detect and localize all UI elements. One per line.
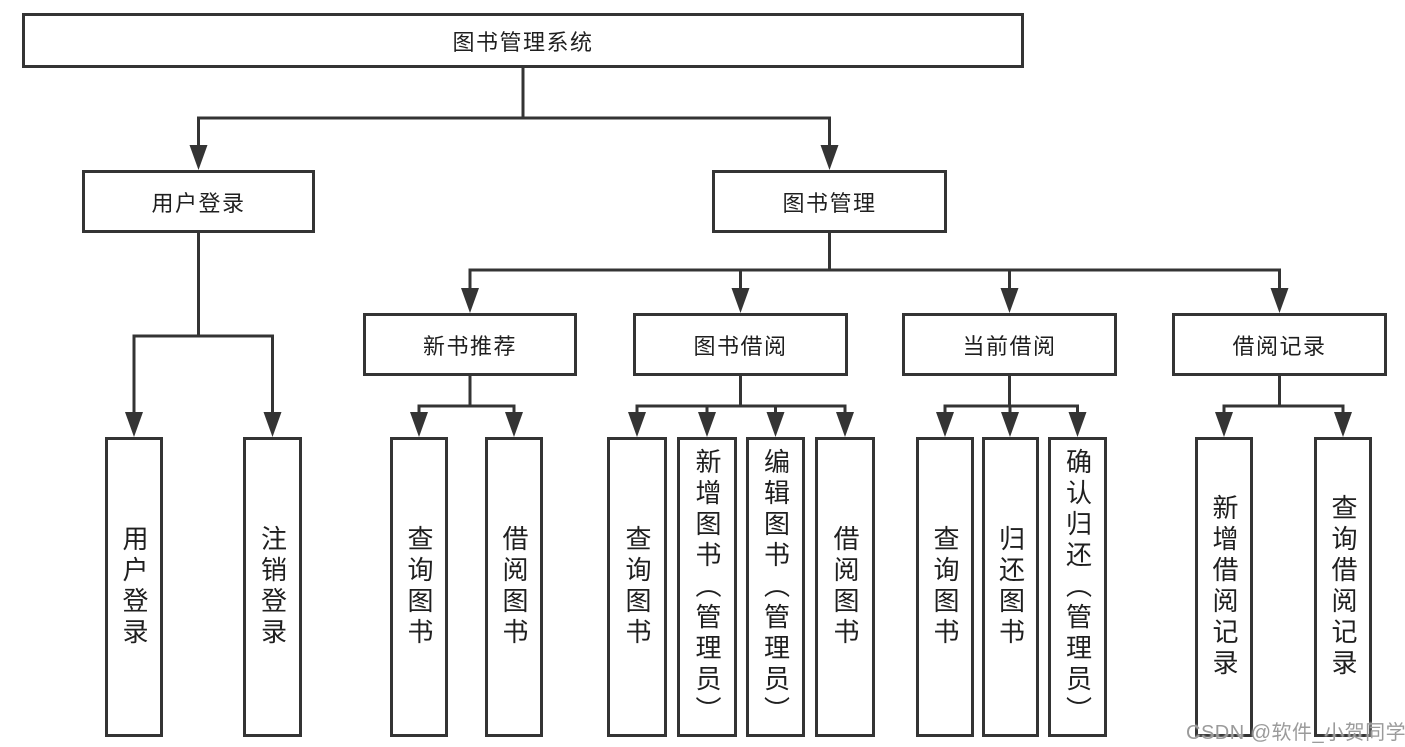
arrow-down-icon <box>189 145 208 170</box>
node-label: 用户登录 <box>151 190 246 216</box>
arrow-down-icon <box>820 145 839 170</box>
arrow-down-icon <box>263 412 282 437</box>
leaf-edit-books-admin: 编辑图书（管理员） <box>746 437 805 737</box>
arrow-down-icon <box>698 412 716 437</box>
arrow-down-icon <box>1270 288 1289 313</box>
node-label: 查询图书 <box>930 525 960 649</box>
leaf-return-books: 归还图书 <box>982 437 1039 737</box>
node-label: 新增借阅记录 <box>1209 494 1239 680</box>
node-label: 借阅图书 <box>499 525 529 649</box>
node-user-login: 用户登录 <box>82 170 315 233</box>
connectors-borrow-records <box>1215 374 1352 437</box>
node-library-system: 图书管理系统 <box>22 13 1024 68</box>
arrow-down-icon <box>1000 288 1019 313</box>
node-label: 新增图书（管理员） <box>692 447 722 727</box>
connectors-user-login <box>125 231 282 437</box>
arrow-down-icon <box>1215 412 1233 437</box>
leaf-add-borrow-record: 新增借阅记录 <box>1195 437 1253 737</box>
arrow-down-icon <box>505 412 523 437</box>
leaf-query-books-recommend: 查询图书 <box>390 437 448 737</box>
arrow-down-icon <box>1001 412 1019 437</box>
leaf-confirm-return-admin: 确认归还（管理员） <box>1048 437 1107 737</box>
leaf-logout: 注销登录 <box>243 437 302 737</box>
node-book-management: 图书管理 <box>712 170 947 233</box>
arrow-down-icon <box>766 412 785 437</box>
leaf-borrow-books: 借阅图书 <box>815 437 875 737</box>
leaf-query-books-current: 查询图书 <box>916 437 974 737</box>
node-label: 查询图书 <box>404 525 434 649</box>
node-label: 确认归还（管理员） <box>1062 447 1093 727</box>
node-label: 归还图书 <box>995 525 1026 649</box>
node-label: 图书管理 <box>782 190 877 216</box>
arrow-down-icon <box>836 412 854 437</box>
node-label: 图书管理系统 <box>452 29 594 55</box>
connectors-current-borrowing <box>936 374 1087 437</box>
leaf-add-books-admin: 新增图书（管理员） <box>677 437 737 737</box>
csdn-watermark: CSDN @软件_小贺同学 <box>1186 722 1405 744</box>
node-borrow-records: 借阅记录 <box>1172 313 1387 376</box>
leaf-query-books-borrowing: 查询图书 <box>607 437 667 737</box>
arrow-down-icon <box>731 288 750 313</box>
arrow-down-icon <box>1334 412 1352 437</box>
arrow-down-icon <box>461 288 479 313</box>
connectors-new-book-recommend <box>410 374 523 437</box>
node-label: 图书借阅 <box>693 333 788 359</box>
leaf-borrow-books-recommend: 借阅图书 <box>485 437 543 737</box>
arrow-down-icon <box>1068 412 1087 437</box>
node-new-book-recommend: 新书推荐 <box>363 313 577 376</box>
node-label: 编辑图书（管理员） <box>760 447 791 727</box>
node-label: 用户登录 <box>119 525 149 649</box>
arrow-down-icon <box>125 412 143 437</box>
arrow-down-icon <box>628 412 646 437</box>
connectors-book-management <box>461 231 1289 313</box>
connectors-root <box>189 66 839 170</box>
arrow-down-icon <box>936 412 954 437</box>
leaf-user-login: 用户登录 <box>105 437 163 737</box>
arrow-down-icon <box>410 412 428 437</box>
node-label: 新书推荐 <box>422 333 517 359</box>
node-current-borrowing: 当前借阅 <box>902 313 1117 376</box>
node-label: 借阅图书 <box>830 525 860 649</box>
leaf-query-borrow-record: 查询借阅记录 <box>1314 437 1372 737</box>
node-book-borrowing: 图书借阅 <box>633 313 848 376</box>
connectors-book-borrowing <box>628 374 854 437</box>
node-label: 当前借阅 <box>962 333 1057 359</box>
node-label: 查询图书 <box>622 525 652 649</box>
node-label: 查询借阅记录 <box>1328 494 1358 680</box>
node-label: 注销登录 <box>257 525 288 649</box>
node-label: 借阅记录 <box>1232 333 1327 359</box>
